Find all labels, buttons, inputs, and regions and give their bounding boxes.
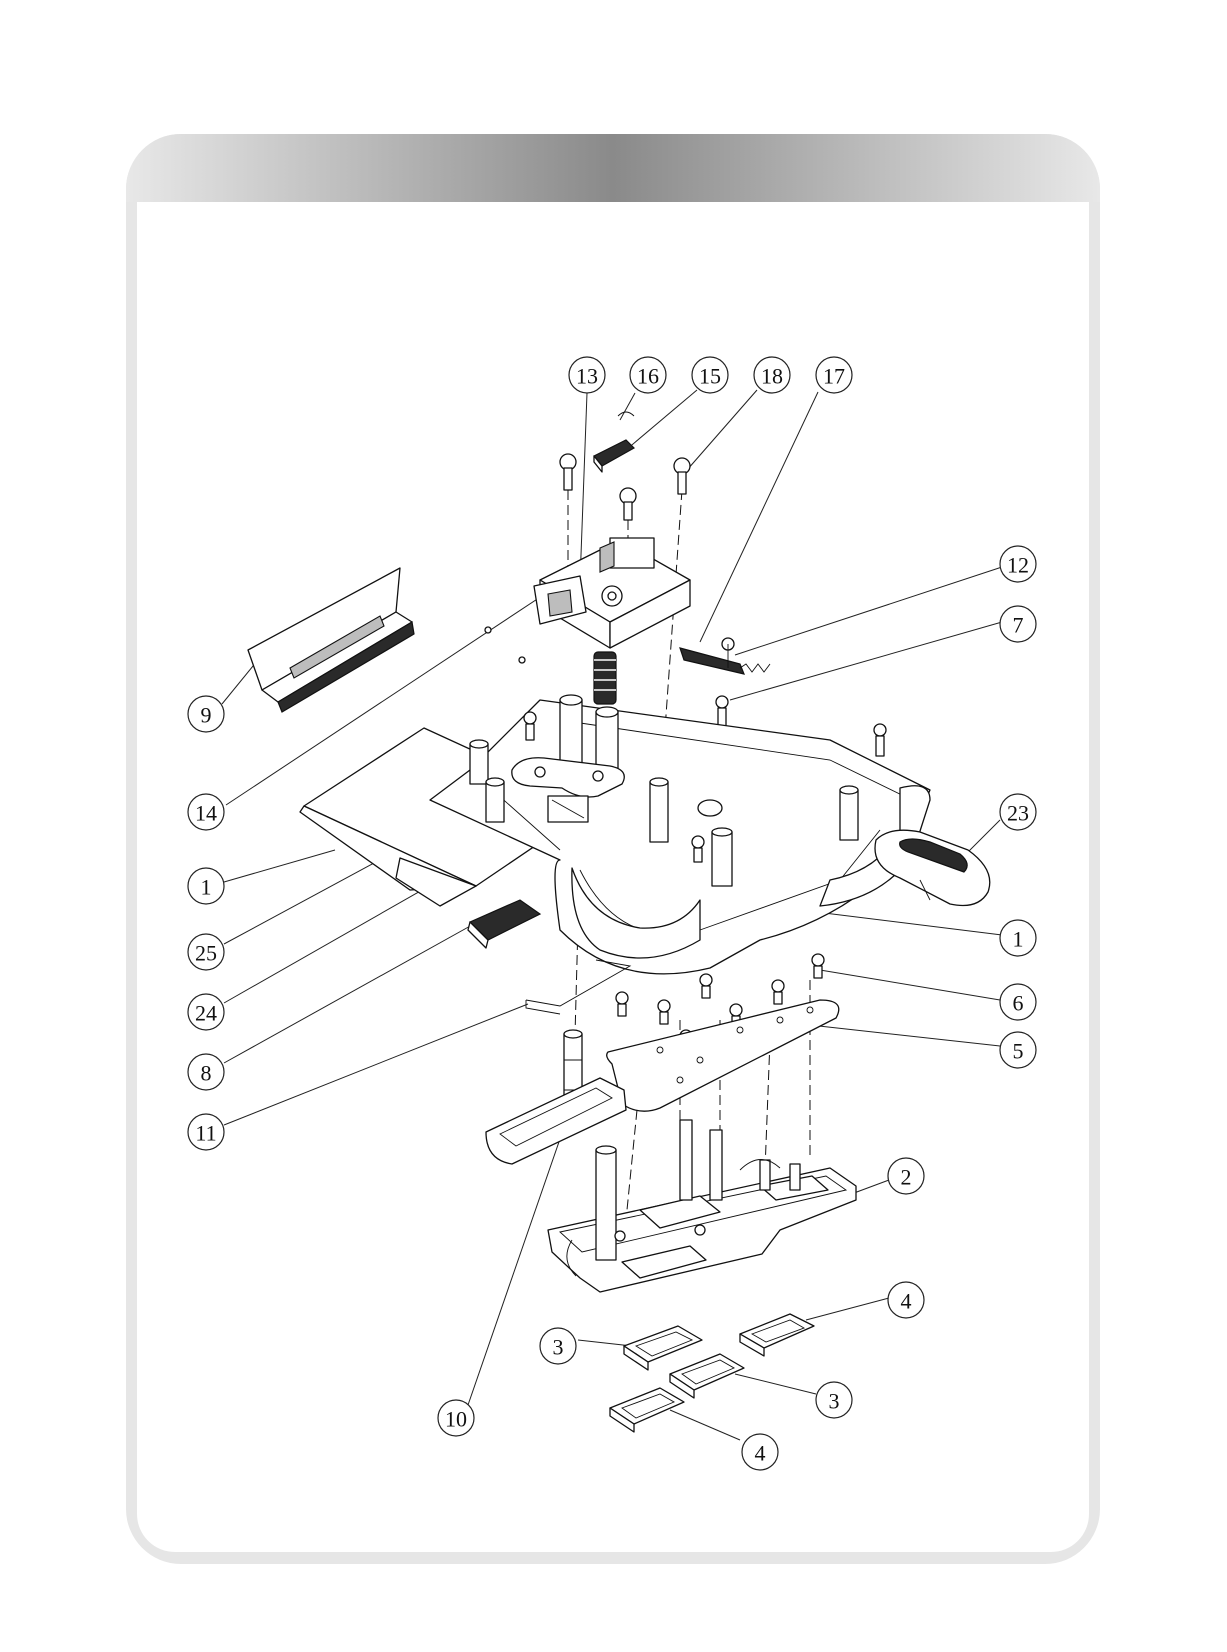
part-4-foot-a	[740, 1314, 814, 1356]
callout-3-left: 3	[540, 1328, 576, 1364]
callout-1-left: 1	[188, 868, 224, 904]
svg-text:14: 14	[195, 801, 217, 826]
part-15-block	[594, 440, 634, 472]
callout-11: 11	[188, 1114, 224, 1150]
svg-text:15: 15	[699, 364, 721, 389]
part-8-bracket	[468, 900, 540, 948]
part-9-cover	[248, 568, 414, 712]
callout-2: 2	[888, 1158, 924, 1194]
svg-text:3: 3	[829, 1389, 840, 1414]
callout-14: 14	[188, 794, 224, 830]
svg-text:10: 10	[445, 1407, 467, 1432]
callout-10: 10	[438, 1400, 474, 1436]
callout-1-right: 1	[1000, 920, 1036, 956]
svg-text:25: 25	[195, 941, 217, 966]
part-3-foot-a	[624, 1326, 702, 1370]
callout-6: 6	[1000, 984, 1036, 1020]
part-2-lower-base	[486, 1078, 856, 1292]
part-12-lever	[680, 638, 770, 674]
svg-text:5: 5	[1013, 1039, 1024, 1064]
svg-text:3: 3	[553, 1335, 564, 1360]
callout-9: 9	[188, 696, 224, 732]
callout-15: 15	[692, 357, 728, 393]
callout-18: 18	[754, 357, 790, 393]
callout-24: 24	[188, 994, 224, 1030]
svg-text:1: 1	[1013, 927, 1024, 952]
svg-text:9: 9	[201, 703, 212, 728]
svg-text:18: 18	[761, 364, 783, 389]
part-5-pcb	[607, 1000, 839, 1111]
part-16-clip	[618, 412, 634, 416]
svg-text:4: 4	[755, 1441, 766, 1466]
callout-23: 23	[1000, 794, 1036, 830]
screws-top	[560, 454, 690, 520]
callout-4-upper: 4	[888, 1282, 924, 1318]
svg-text:8: 8	[201, 1061, 212, 1086]
svg-text:16: 16	[637, 364, 659, 389]
svg-text:6: 6	[1013, 991, 1024, 1016]
svg-text:1: 1	[201, 875, 212, 900]
callout-17: 17	[816, 357, 852, 393]
svg-text:2: 2	[901, 1165, 912, 1190]
callout-8: 8	[188, 1054, 224, 1090]
svg-text:24: 24	[195, 1001, 217, 1026]
svg-text:4: 4	[901, 1289, 912, 1314]
callout-7: 7	[1000, 606, 1036, 642]
spring	[594, 652, 616, 704]
callout-4-lower: 4	[742, 1434, 778, 1470]
part-4-foot-b	[610, 1388, 684, 1432]
svg-text:23: 23	[1007, 801, 1029, 826]
svg-text:13: 13	[576, 364, 598, 389]
part-23-handle	[875, 830, 990, 905]
svg-text:17: 17	[823, 364, 845, 389]
callout-13: 13	[569, 357, 605, 393]
part-11-wire	[526, 960, 630, 1014]
callout-3-right: 3	[816, 1382, 852, 1418]
svg-text:7: 7	[1013, 613, 1024, 638]
callout-5: 5	[1000, 1032, 1036, 1068]
svg-text:12: 12	[1007, 553, 1029, 578]
part-3-foot-b	[670, 1354, 744, 1398]
part-1-upper-housing	[300, 695, 930, 974]
callout-12: 12	[1000, 546, 1036, 582]
callout-25: 25	[188, 934, 224, 970]
svg-text:11: 11	[195, 1121, 216, 1146]
callout-16: 16	[630, 357, 666, 393]
